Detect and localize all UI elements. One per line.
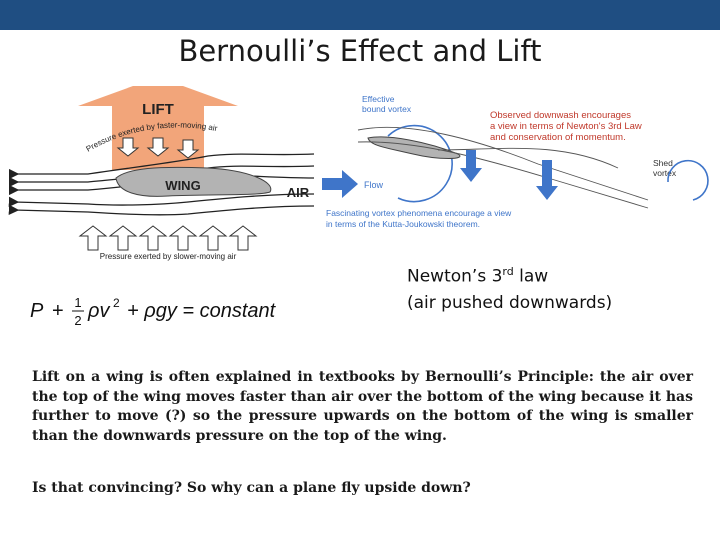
airfoil-shape: [367, 136, 461, 159]
lift-arrow: [78, 86, 238, 170]
bound-vortex-circle: [387, 124, 453, 203]
flow-arrow: [322, 170, 358, 198]
newton-line1-pre: Newton’s 3: [407, 266, 503, 287]
bottom-pressure-label: Pressure exerted by slower-moving air: [100, 252, 237, 261]
svg-text:P: P: [30, 300, 44, 322]
header-bar: [0, 0, 720, 30]
newton-superscript: rd: [502, 265, 514, 278]
svg-text:1: 1: [74, 295, 81, 310]
svg-text:ρv: ρv: [87, 300, 110, 322]
bottom-pressure-arrows: [78, 225, 258, 251]
downwash-note: Observed downwash encourages a view in t…: [490, 110, 644, 143]
svg-text:2: 2: [113, 296, 120, 310]
question-line: Is that convincing? So why can a plane f…: [32, 480, 471, 496]
bound-vortex-label: Effective bound vortex: [362, 94, 412, 114]
svg-text:2: 2: [74, 313, 81, 328]
flow-label: Flow: [364, 180, 384, 190]
page-title: Bernoulli’s Effect and Lift: [178, 34, 542, 68]
downwash-streamlines: [357, 126, 649, 209]
wing-shape: [115, 166, 272, 197]
svg-text:+: +: [52, 300, 64, 322]
vortex-downwash-diagram: Effective bound vortex Observed downwash…: [322, 94, 709, 229]
air-label: AIR: [287, 185, 310, 200]
downwash-arrows: [460, 150, 558, 200]
top-pressure-arrows: [116, 137, 200, 159]
shed-vortex-label: Shed vortex: [653, 158, 677, 178]
kutta-note: Fascinating vortex phenomena encourage a…: [326, 208, 514, 229]
wing-label: WING: [165, 178, 200, 193]
newton-line1-post: law: [513, 266, 549, 287]
bernoulli-equation: P + 1 2 ρv 2 + ρgy = constant: [30, 295, 277, 328]
shed-vortex-circle: [667, 159, 709, 201]
svg-text:+ ρgy = constant: + ρgy = constant: [127, 300, 277, 322]
lift-label: LIFT: [142, 101, 174, 118]
body-paragraph: Lift on a wing is often explained in tex…: [32, 369, 693, 444]
newton-line2: (air pushed downwards): [407, 292, 613, 313]
newton-note: Newton’s 3rd law (air pushed downwards): [407, 259, 612, 316]
bernoulli-wing-diagram: LIFT Pressure exerted by faster-moving a…: [8, 86, 315, 261]
